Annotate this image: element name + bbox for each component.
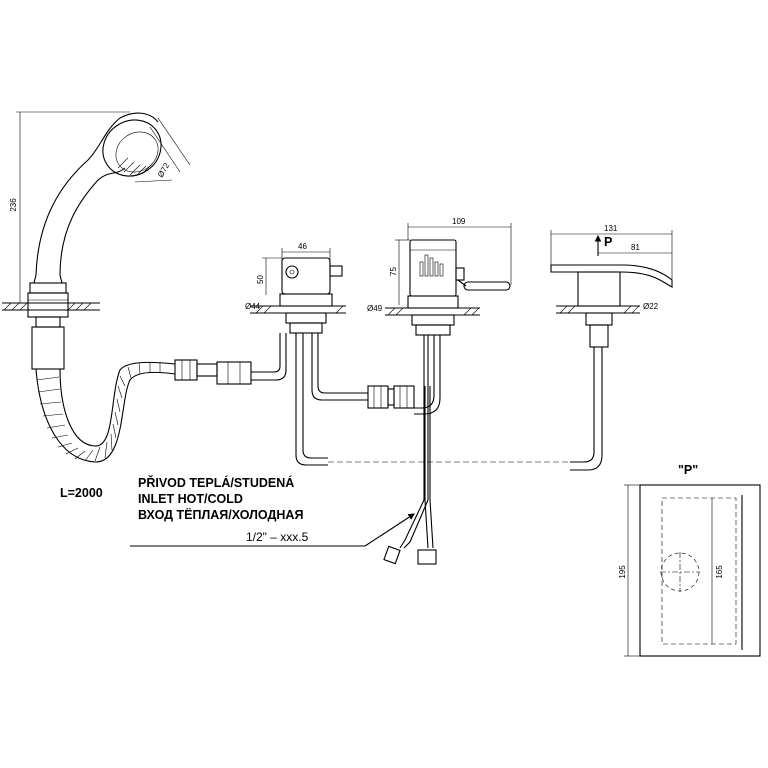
dim-mixer-width: 109 — [452, 217, 466, 226]
dim-mixer-height: 75 — [389, 267, 398, 276]
detail-p: "P" 195 165 — [618, 463, 761, 657]
spout-marker-label: P — [604, 235, 612, 249]
dim-shower-head: Ø72 — [156, 161, 172, 179]
dim-valve1-width: 46 — [298, 242, 307, 251]
inlet-label-ru: ВХОД ТЁПЛАЯ/ХОЛОДНАЯ — [138, 507, 303, 522]
diverter-valve: 46 50 Ø44 — [245, 242, 570, 466]
dim-detail-inner-height: 165 — [715, 565, 724, 579]
dim-valve1-base: Ø44 — [245, 302, 261, 311]
bath-spout: 131 81 P Ø22 — [550, 224, 673, 471]
mixer-valve: 109 75 Ø49 — [367, 217, 512, 565]
hose-length-label: L=2000 — [60, 486, 103, 500]
dim-valve1-height: 50 — [256, 275, 265, 284]
thread-label: 1/2" – xxx.5 — [246, 530, 309, 544]
detail-title: "P" — [678, 463, 698, 477]
dim-spout-base: Ø22 — [643, 302, 659, 311]
dim-shower-height: 236 — [9, 198, 18, 212]
inlet-label-cz: PŘIVOD TEPLÁ/STUDENÁ — [138, 475, 294, 490]
inlet-label-en: INLET HOT/COLD — [138, 492, 243, 506]
dim-detail-height: 195 — [618, 565, 627, 579]
middle-connector — [367, 385, 415, 409]
inlet-labels: PŘIVOD TEPLÁ/STUDENÁ INLET HOT/COLD ВХОД… — [130, 475, 415, 547]
hand-shower: 236 Ø72 L=2000 — [2, 111, 252, 500]
dim-spout-reach: 81 — [631, 243, 640, 252]
dim-mixer-base: Ø49 — [367, 304, 383, 313]
dim-spout-length: 131 — [604, 224, 618, 233]
